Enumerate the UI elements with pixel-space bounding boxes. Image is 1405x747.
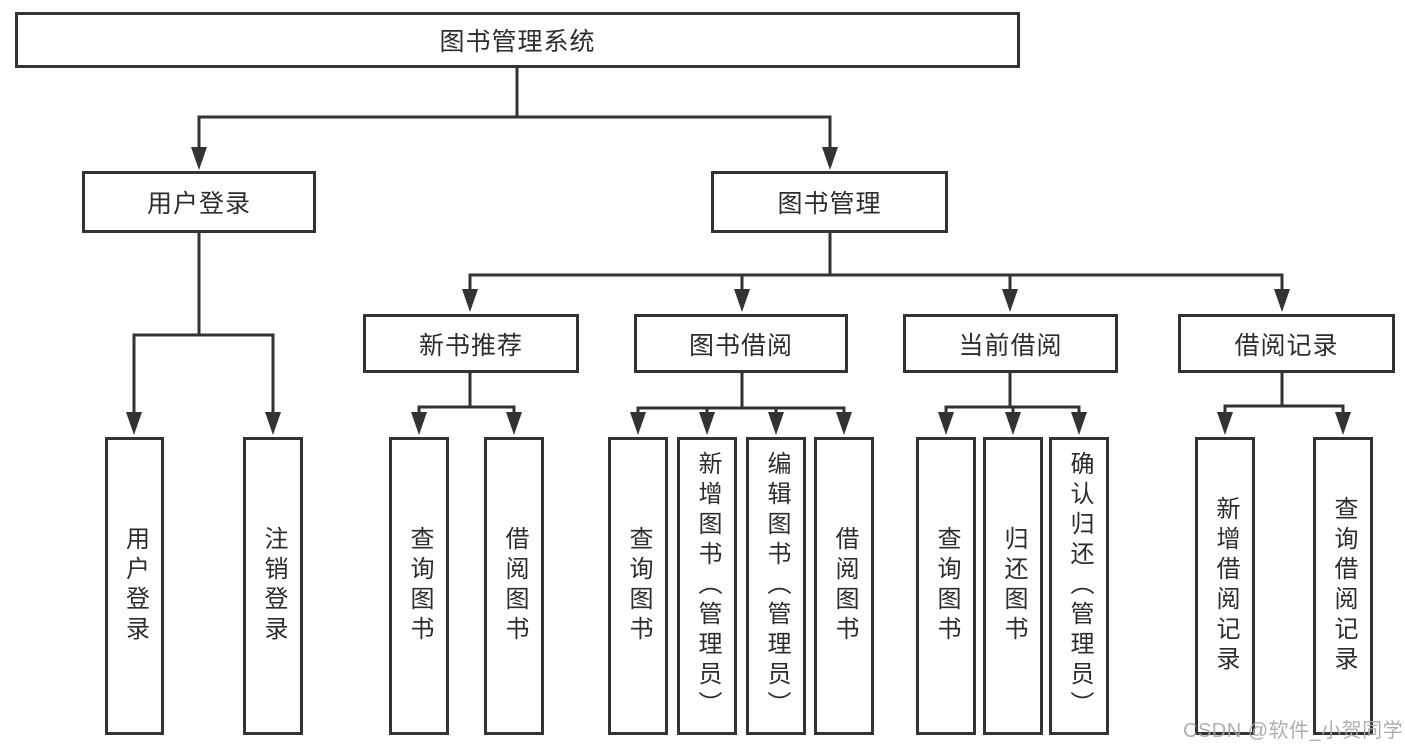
node-current-borrow: 当前借阅 [903,314,1118,373]
leaf-edit-books-admin-label: 编辑图书（管理员） [763,451,790,721]
leaf-user-login-label: 用户登录 [121,526,149,646]
node-book-management-label: 图书管理 [777,190,882,218]
arrowhead-icons [126,147,1351,435]
leaf-borrow-books-1-label: 借阅图书 [501,526,528,646]
node-current-borrow-label: 当前借阅 [958,331,1063,360]
leaf-confirm-return-admin-label: 确认归还（管理员） [1066,451,1093,721]
leaf-query-books-1-label: 查询图书 [406,526,433,646]
leaf-logout-login: 注销登录 [243,437,303,735]
node-root: 图书管理系统 [15,12,1020,68]
leaf-edit-books-admin: 编辑图书（管理员） [746,437,806,735]
leaf-confirm-return-admin: 确认归还（管理员） [1049,437,1109,735]
watermark: CSDN @软件_小贺同学 [1183,720,1404,742]
node-book-borrow: 图书借阅 [634,314,848,373]
leaf-query-books-3-label: 查询图书 [933,526,960,646]
leaf-add-borrow-record: 新增借阅记录 [1195,437,1255,735]
leaf-return-books-label: 归还图书 [1000,526,1027,646]
leaf-query-borrow-record-label: 查询借阅记录 [1330,496,1357,676]
leaf-borrow-books-2: 借阅图书 [814,437,874,735]
node-new-book-recommend-label: 新书推荐 [418,331,523,360]
leaf-return-books: 归还图书 [983,437,1043,735]
leaf-add-books-admin-label: 新增图书（管理员） [694,451,721,721]
node-new-book-recommend: 新书推荐 [363,314,579,373]
node-root-label: 图书管理系统 [439,28,596,56]
leaf-query-books-1: 查询图书 [389,437,449,735]
leaf-borrow-books-1: 借阅图书 [484,437,544,735]
node-user-login-label: 用户登录 [146,190,251,218]
leaf-query-borrow-record: 查询借阅记录 [1313,437,1373,735]
leaf-add-borrow-record-label: 新增借阅记录 [1212,496,1239,676]
leaf-logout-login-label: 注销登录 [260,526,287,646]
leaf-query-books-2: 查询图书 [608,437,668,735]
leaf-user-login: 用户登录 [105,437,164,735]
node-book-management: 图书管理 [711,171,948,233]
node-user-login: 用户登录 [82,171,316,233]
node-book-borrow-label: 图书借阅 [688,331,793,360]
leaf-query-books-3: 查询图书 [916,437,976,735]
leaf-query-books-2-label: 查询图书 [625,526,652,646]
leaf-add-books-admin: 新增图书（管理员） [677,437,737,735]
leaf-borrow-books-2-label: 借阅图书 [831,526,858,646]
node-borrow-records: 借阅记录 [1178,314,1395,373]
node-borrow-records-label: 借阅记录 [1234,331,1339,360]
